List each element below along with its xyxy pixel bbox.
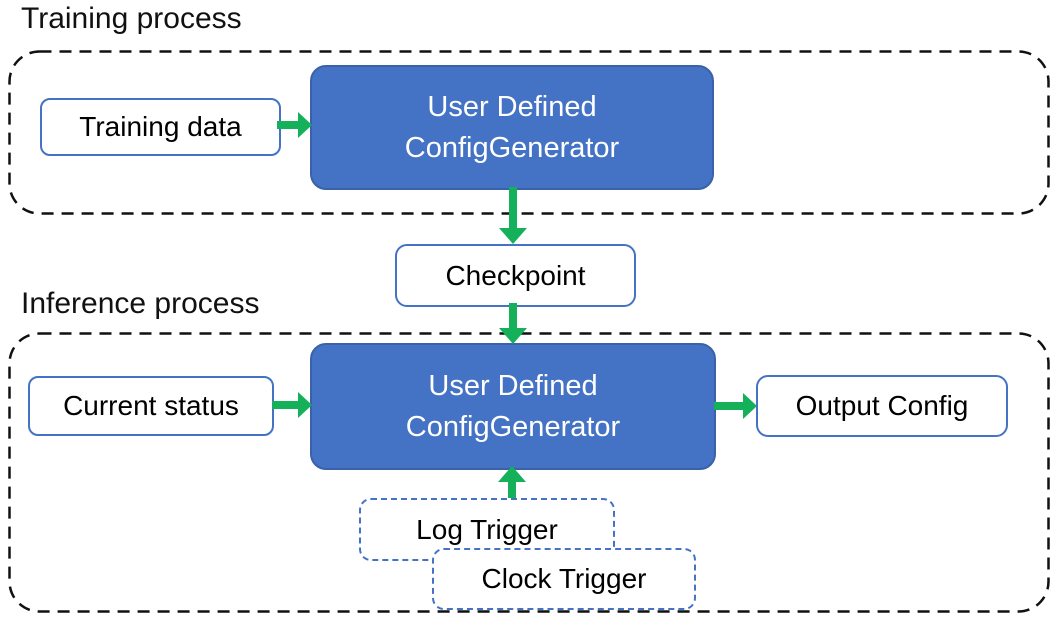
training-process-container xyxy=(8,50,1050,215)
training-data-box: Training data xyxy=(40,98,281,156)
inference-generator-line2: ConfigGenerator xyxy=(405,410,621,443)
current-status-label: Current status xyxy=(63,390,239,421)
current-status-box: Current status xyxy=(28,376,274,436)
inference-config-generator-box: User Defined ConfigGenerator xyxy=(310,343,716,470)
arrow-right-training-data-to-generator-icon xyxy=(277,112,312,143)
inference-process-title: Inference process xyxy=(21,287,260,320)
training-data-label: Training data xyxy=(79,111,242,142)
arrow-down-checkpoint-to-generator-icon xyxy=(499,303,527,349)
log-trigger-label: Log Trigger xyxy=(416,513,558,545)
checkpoint-box: Checkpoint xyxy=(395,244,636,307)
arrow-down-generator-to-checkpoint-icon xyxy=(499,187,527,249)
arrow-up-log-trigger-to-generator-icon xyxy=(498,466,526,503)
arrow-right-current-status-to-generator-icon xyxy=(272,392,312,423)
output-config-label: Output Config xyxy=(795,390,969,421)
training-generator-line2: ConfigGenerator xyxy=(404,131,620,164)
inference-process-container xyxy=(8,332,1050,613)
training-process-title: Training process xyxy=(21,2,242,35)
inference-generator-line1: User Defined xyxy=(428,370,598,403)
training-generator-line1: User Defined xyxy=(427,91,597,124)
arrow-right-generator-to-output-config-icon xyxy=(714,393,757,424)
checkpoint-label: Checkpoint xyxy=(445,259,586,291)
clock-trigger-label: Clock Trigger xyxy=(481,563,647,594)
clock-trigger-box: Clock Trigger xyxy=(432,548,696,610)
training-config-generator-box: User Defined ConfigGenerator xyxy=(310,65,714,190)
output-config-box: Output Config xyxy=(756,375,1008,437)
